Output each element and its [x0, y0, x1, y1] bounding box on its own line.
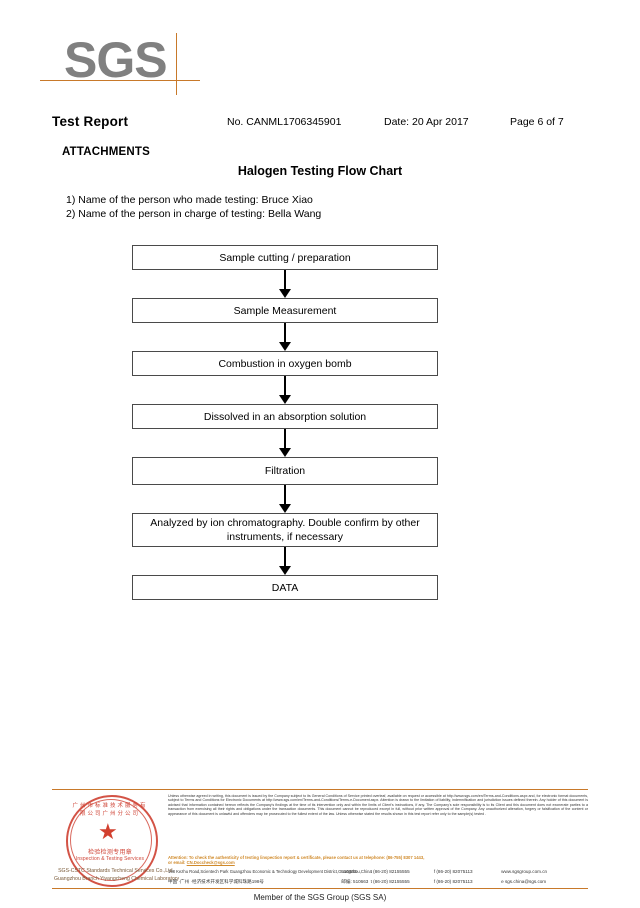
logo-wordmark: SGS	[64, 32, 168, 88]
legal-paragraph: Unless otherwise agreed in writing, this…	[168, 794, 588, 816]
list-item: 1) Name of the person who made testing: …	[66, 194, 313, 206]
address-row-cn: 中国 ·广州 ·经济技术开发区科学城科珠路198号 邮编: 510663 t (…	[168, 877, 588, 887]
report-header: Test Report No. CANML1706345901 Date: 20…	[52, 114, 588, 134]
attention-notice: Attention: To check the authenticity of …	[168, 855, 588, 865]
attachments-heading: ATTACHMENTS	[62, 146, 151, 158]
company-address-block: 198 Kezhu Road,Scientech Park Guangzhou …	[168, 867, 588, 886]
page-title: Test Report	[52, 114, 129, 129]
address-english: 198 Kezhu Road,Scientech Park Guangzhou …	[168, 869, 372, 874]
phone-number-cn: t (86-20) 82155555	[370, 878, 410, 884]
contact-email[interactable]: e sgs.china@sgs.com	[501, 878, 547, 884]
fax-number-cn: f (86-20) 82075113	[433, 878, 473, 884]
sgs-logo: SGS	[40, 32, 200, 95]
personnel-list: 1) Name of the person who made testing: …	[66, 193, 321, 221]
flow-arrow-icon	[132, 429, 438, 457]
footer-divider-top	[52, 789, 588, 790]
stamp-inner-circle	[70, 799, 152, 881]
postcode-chinese: 邮编: 510663	[341, 878, 369, 884]
flow-step-box: Dissolved in an absorption solution	[132, 404, 438, 429]
doccheck-email-link[interactable]: CN.Doccheck@sgs.com	[186, 860, 235, 866]
flow-arrow-icon	[132, 270, 438, 298]
flow-step-box: Sample cutting / preparation	[132, 245, 438, 270]
stamp-outer-circle	[66, 795, 158, 887]
flow-step-box: Analyzed by ion chromatography. Double c…	[132, 513, 438, 547]
attention-line-2: or email: CN.Doccheck@sgs.com	[168, 860, 588, 865]
company-seal-stamp: 广州市标准技术服务有限公司广州分公司 ★ 检验检测专用章 Inspection …	[54, 793, 179, 889]
stamp-arc-text: 广州市标准技术服务有限公司广州分公司	[72, 803, 148, 817]
flow-arrow-icon	[132, 376, 438, 404]
report-number: No. CANML1706345901	[227, 116, 342, 128]
footer-divider-bottom	[52, 888, 588, 889]
list-item: 2) Name of the person in charge of testi…	[66, 208, 322, 220]
flow-step-box: Filtration	[132, 457, 438, 485]
flow-arrow-icon	[132, 547, 438, 575]
halogen-testing-flowchart: Sample cutting / preparation Sample Meas…	[132, 245, 438, 600]
stamp-chinese-label: 检验检测专用章	[87, 850, 133, 856]
member-statement: Member of the SGS Group (SGS SA)	[253, 893, 387, 902]
flow-step-box: Combustion in oxygen bomb	[132, 351, 438, 376]
stamp-caption-line-1: SGS-CSTC Standards Technical Services Co…	[58, 868, 174, 874]
flow-arrow-icon	[132, 323, 438, 351]
logo-vertical-rule	[176, 33, 177, 95]
postcode-english: 510663	[341, 869, 357, 874]
fax-number: f (86-20) 82075113	[433, 869, 473, 874]
stamp-english-label: Inspection & Testing Services	[75, 856, 145, 862]
flowchart-title: Halogen Testing Flow Chart	[237, 164, 403, 178]
attention-email-prefix: or email:	[168, 860, 187, 866]
report-date: Date: 20 Apr 2017	[384, 116, 469, 128]
flow-step-box: DATA	[132, 575, 438, 600]
address-row-en: 198 Kezhu Road,Scientech Park Guangzhou …	[168, 867, 588, 877]
page-indicator: Page 6 of 7	[510, 116, 564, 128]
logo-horizontal-rule	[40, 80, 200, 81]
flow-arrow-icon	[132, 485, 438, 513]
address-chinese: 中国 ·广州 ·经济技术开发区科学城科珠路198号	[168, 878, 264, 884]
stamp-caption-line-2: Guangzhou Branch Yiyangcheng Chemical La…	[54, 876, 180, 882]
star-icon: ★	[98, 819, 118, 844]
attention-line-1: Attention: To check the authenticity of …	[168, 855, 425, 860]
website-url[interactable]: www.sgsgroup.com.cn	[501, 869, 548, 874]
flow-step-box: Sample Measurement	[132, 298, 438, 323]
phone-number: t (86-20) 82155555	[370, 869, 410, 874]
legal-disclaimer: Unless otherwise agreed in writing, this…	[168, 794, 588, 816]
